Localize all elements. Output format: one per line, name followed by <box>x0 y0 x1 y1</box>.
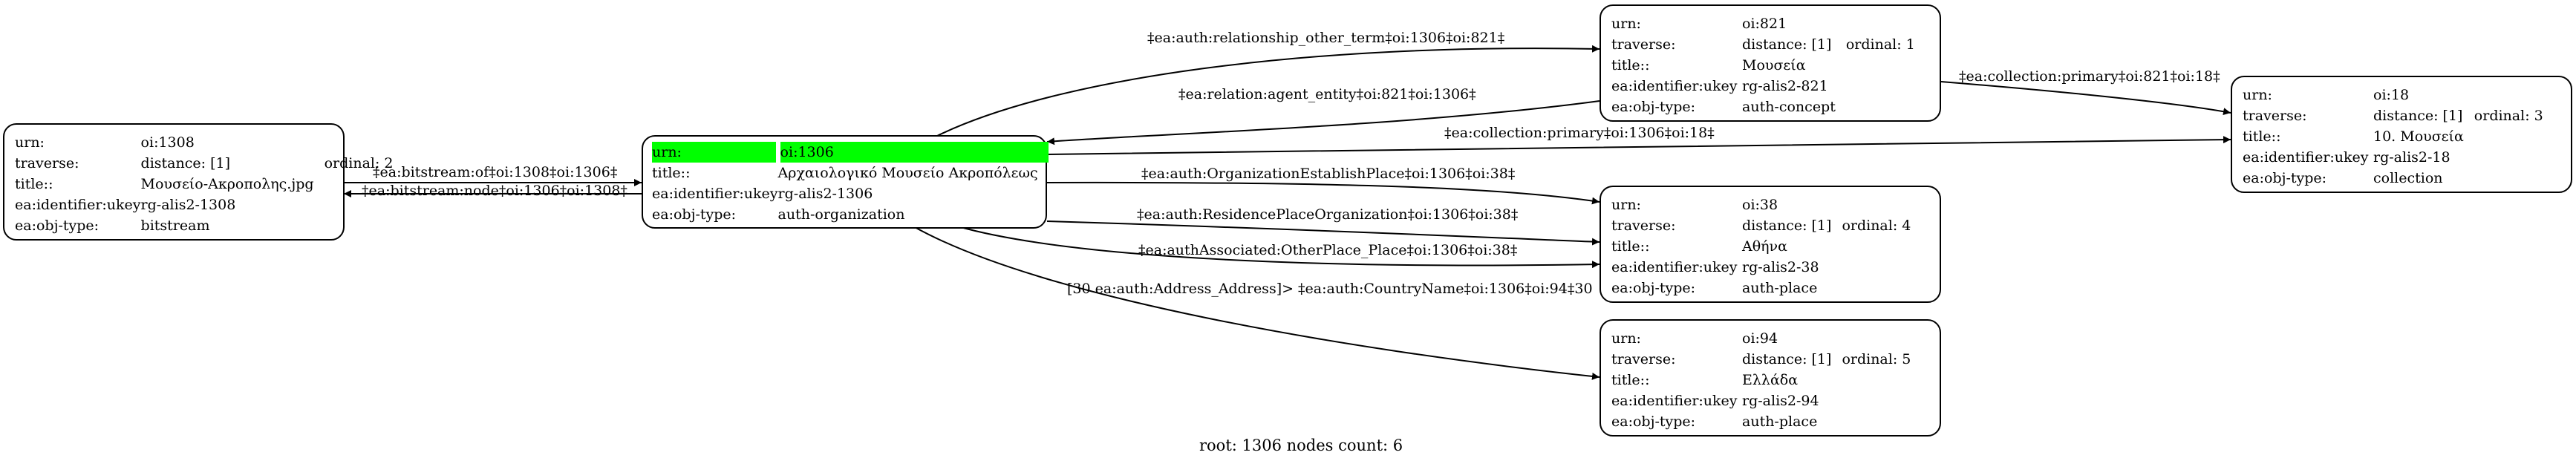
row-title: title::10. Μουσεία <box>2243 128 2464 145</box>
edge-label-country-name: [30 ea:auth:Address_Address]> ‡ea:auth:C… <box>1067 281 1593 297</box>
row-obj-type: ea:obj-type:bitstream <box>15 218 210 234</box>
row-traverse: traverse:distance: [1]ordinal: 4 <box>1611 218 1911 234</box>
row-title: title::Ελλάδα <box>1611 372 1799 388</box>
row-urn: urn:oi:1306 <box>652 142 1049 163</box>
edge-label-collection-primary-821: ‡ea:collection:primary‡oi:821‡oi:18‡ <box>1959 68 2220 85</box>
edge-associated-other-place <box>957 226 1600 269</box>
row-obj-type: ea:obj-type:auth-organization <box>652 206 905 223</box>
edge-label-collection-primary-1306: ‡ea:collection:primary‡oi:1306‡oi:18‡ <box>1444 125 1715 141</box>
edge-label-relationship-other-term: ‡ea:auth:relationship_other_term‡oi:1306… <box>1147 30 1505 46</box>
edge-label-associated-other-place: ‡ea:authAssociated:OtherPlace_Place‡oi:1… <box>1138 242 1518 258</box>
edge-label-relation-agent-entity: ‡ea:relation:agent_entity‡oi:821‡oi:1306… <box>1178 86 1476 102</box>
row-obj-type: ea:obj-type:auth-concept <box>1611 99 1836 115</box>
node-oi-821[interactable]: urn:oi:821 traverse:distance: [1]ordinal… <box>1600 4 1941 122</box>
graph-footer: root: 1306 nodes count: 6 <box>1199 437 1403 454</box>
row-traverse: traverse:distance: [1]ordinal: 3 <box>2243 108 2543 124</box>
row-title: title::Μουσείο-Ακροπολης.jpg <box>15 176 314 192</box>
row-title: title::Αθήνα <box>1611 238 1787 255</box>
edge-residence-place-organization <box>1046 220 1600 246</box>
row-urn: urn:oi:38 <box>1611 197 1778 213</box>
edge-relation-agent-entity <box>1046 100 1600 146</box>
node-oi-1308[interactable]: urn:oi:1308 traverse:distance: [1]ordina… <box>3 123 394 241</box>
edge-relationship-other-term <box>935 45 1600 137</box>
row-obj-type: ea:obj-type:auth-place <box>1611 413 1818 430</box>
row-urn: urn:oi:18 <box>2243 87 2410 103</box>
row-urn: urn:oi:821 <box>1611 16 1787 32</box>
edge-collection-primary-821 <box>1940 81 2231 116</box>
row-traverse: traverse:distance: [1]ordinal: 5 <box>1611 351 1911 367</box>
row-traverse: traverse:distance: [1]ordinal: 2 <box>15 155 394 171</box>
row-obj-type: ea:obj-type:collection <box>2243 170 2443 186</box>
row-traverse: traverse:distance: [1]ordinal: 1 <box>1611 36 1915 53</box>
edge-organization-establish-place <box>1046 181 1600 205</box>
edge-label-residence-place-organization: ‡ea:auth:ResidencePlaceOrganization‡oi:1… <box>1137 206 1519 223</box>
row-obj-type: ea:obj-type:auth-place <box>1611 280 1818 296</box>
edge-label-bitstream-of: ‡ea:bitstream:of‡oi:1308‡oi:1306‡ <box>373 164 618 180</box>
edge-collection-primary-1306 <box>1046 136 2231 155</box>
node-oi-38[interactable]: urn:oi:38 traverse:distance: [1]ordinal:… <box>1600 186 1941 303</box>
edge-country-name <box>913 226 1600 380</box>
row-title: title::Μουσεία <box>1611 57 1806 73</box>
node-oi-94[interactable]: urn:oi:94 traverse:distance: [1]ordinal:… <box>1600 319 1941 437</box>
node-oi-1306[interactable]: urn:oi:1306 title::Αρχαιολογικό Μουσείο … <box>642 135 1049 229</box>
edge-label-bitstream-node: ‡ea:bitstream:node‡oi:1306‡oi:1308‡ <box>362 183 627 199</box>
row-urn: urn:oi:94 <box>1611 330 1778 347</box>
edge-label-organization-establish-place: ‡ea:auth:OrganizationEstablishPlace‡oi:1… <box>1141 166 1516 182</box>
row-title: title::Αρχαιολογικό Μουσείο Ακροπόλεως <box>652 165 1038 181</box>
row-urn: urn:oi:1308 <box>15 134 195 151</box>
node-oi-18[interactable]: urn:oi:18 traverse:distance: [1]ordinal:… <box>2231 76 2572 193</box>
